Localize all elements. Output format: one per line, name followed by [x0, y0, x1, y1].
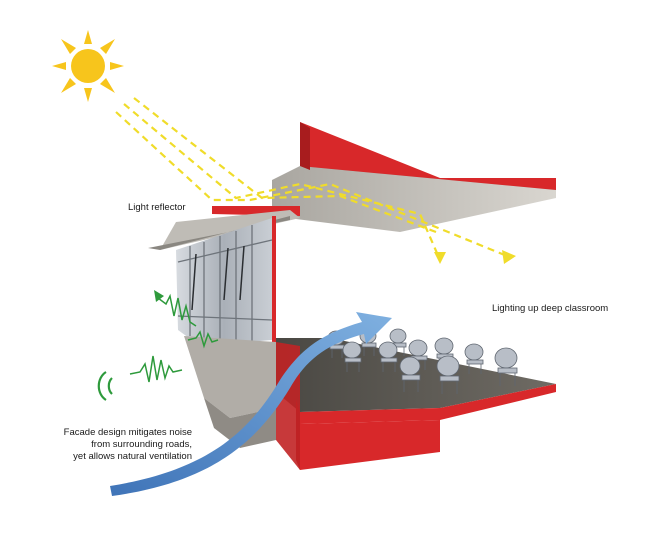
facade-label-line-3: yet allows natural ventilation	[73, 451, 192, 462]
roof-slab	[272, 122, 556, 232]
light-ray-arrowheads	[434, 250, 516, 264]
sun-icon	[52, 30, 124, 102]
facade-label-line-2: from surrounding roads,	[91, 439, 192, 450]
light-rays	[115, 97, 513, 261]
facade-base	[184, 336, 276, 448]
light-reflector	[148, 206, 300, 250]
classroom-chairs	[327, 328, 518, 394]
light-reflector-label: Light reflector	[128, 202, 186, 213]
lighting-deep-classroom-label: Lighting up deep classroom	[492, 303, 609, 314]
facade-noise-label: Facade design mitigates noise from surro…	[0, 427, 192, 463]
airflow-arrow-icon	[110, 312, 392, 496]
sound-source-icon	[97, 371, 113, 401]
facade-label-line-1: Facade design mitigates noise	[63, 427, 192, 438]
noise-wave-icon	[129, 290, 219, 383]
